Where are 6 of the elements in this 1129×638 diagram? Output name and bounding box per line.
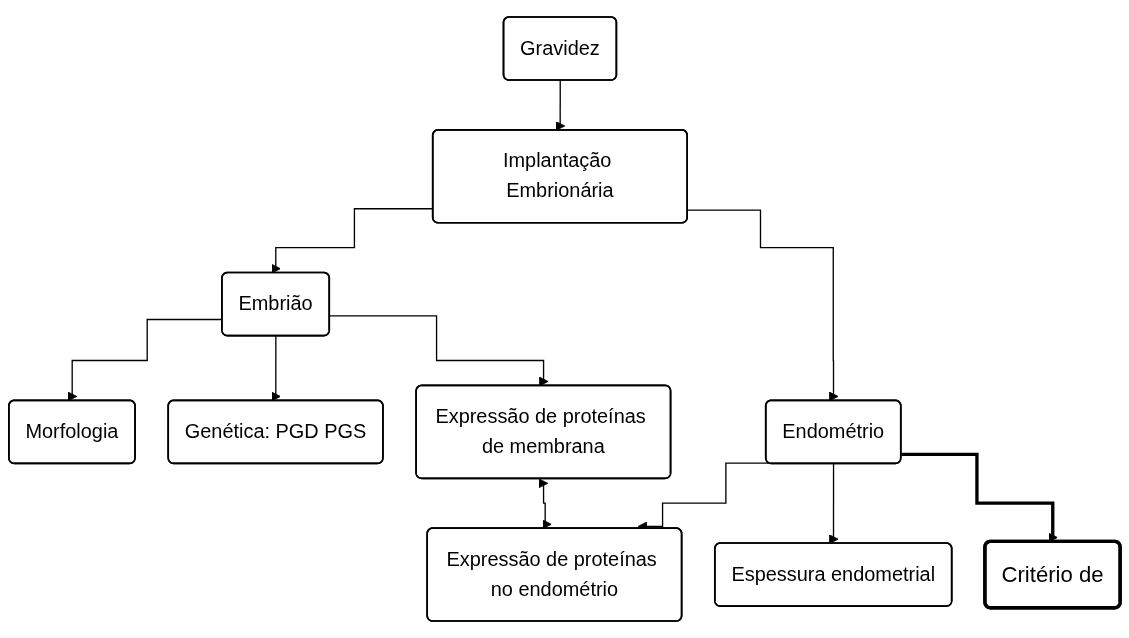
arrow bbox=[329, 315, 549, 387]
arrow bbox=[828, 463, 839, 545]
arrow bbox=[687, 209, 839, 402]
arrow bbox=[271, 335, 281, 402]
arrow bbox=[555, 79, 566, 131]
arrow bbox=[538, 478, 552, 530]
